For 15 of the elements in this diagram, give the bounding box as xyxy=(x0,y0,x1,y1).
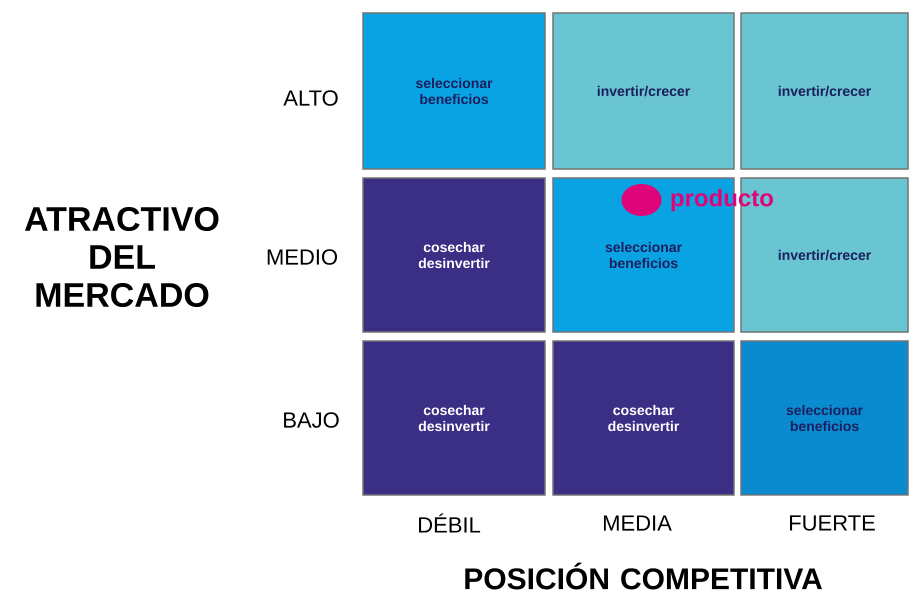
matrix-cell: cosechar desinvertir xyxy=(552,340,735,496)
rowlabel: BAJO xyxy=(284,412,339,428)
matrix-cell: seleccionar beneficios xyxy=(740,340,909,496)
axis-title: ATRACTIVO DEL MERCADO xyxy=(24,206,218,308)
collabel: FUERTE xyxy=(790,515,875,531)
matrix-cell: invertir/crecer xyxy=(552,12,735,170)
matrix-cell: invertir/crecer xyxy=(740,12,909,170)
matrix-cell: cosechar desinvertir xyxy=(362,340,546,496)
rowlabel: MEDIO xyxy=(268,249,337,265)
matrix-cell: cosechar desinvertir xyxy=(362,177,546,333)
axis-title: POSICIÓN COMPETITIVA xyxy=(465,562,822,590)
rowlabel: ALTO xyxy=(283,90,338,106)
collabel: MEDIA xyxy=(604,515,672,531)
marker-dot xyxy=(622,184,662,216)
matrix-cell: seleccionar beneficios xyxy=(362,12,546,170)
